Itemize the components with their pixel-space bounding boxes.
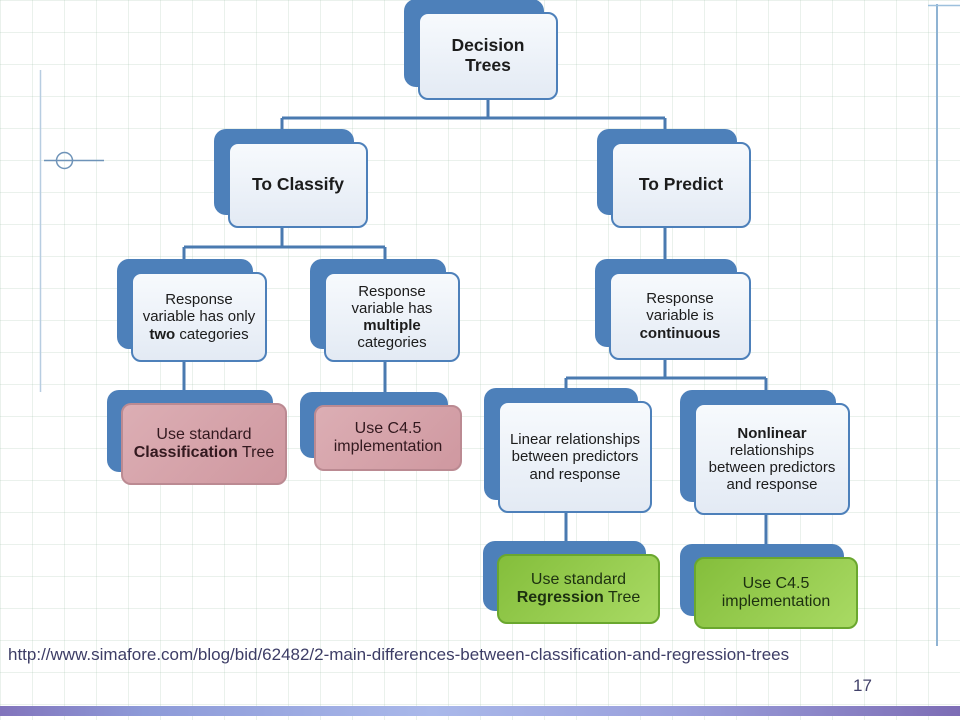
node-face: Response variable has only two categorie… [131, 272, 267, 362]
node-label: To Classify [251, 174, 345, 195]
node-face: Response variable has multiple categorie… [324, 272, 460, 362]
node-face: Linear relationships between predictors … [498, 401, 652, 513]
node-to-predict: To Predict [597, 129, 751, 228]
label-text: To Predict [638, 174, 724, 195]
leaf-regression-tree: Use standard Regression Tree [483, 541, 660, 624]
node-face: Use C4.5 implementation [694, 557, 858, 629]
node-nonlinear-relationships: Nonlinear relationships between predicto… [680, 390, 850, 515]
label-bold: Classification [133, 444, 238, 461]
node-label: Response variable has only two categorie… [142, 291, 256, 342]
node-label: Decision Trees [429, 35, 547, 76]
label-bold: Nonlinear [737, 424, 807, 442]
label-text: To Classify [251, 174, 345, 195]
node-two-categories: Response variable has only two categorie… [117, 259, 267, 362]
bottom-border-bar [0, 706, 960, 716]
label-text: categories [175, 325, 249, 343]
node-face: Use standard Classification Tree [121, 403, 287, 485]
node-label: Use C4.5 implementation [325, 420, 451, 456]
node-face: To Predict [611, 142, 751, 228]
crosshair-circle-icon [55, 151, 74, 170]
label-bold: Regression [516, 589, 604, 606]
label-text: categories [357, 334, 427, 352]
label-text: Use C4.5 implementation [333, 419, 443, 455]
connector-classify-branch [182, 228, 387, 263]
leaf-c45-regression: Use C4.5 implementation [680, 544, 858, 629]
node-label: Response variable has multiple categorie… [335, 283, 449, 351]
label-text: Use standard [156, 425, 252, 443]
page-number: 17 [853, 676, 872, 695]
node-face: Use standard Regression Tree [497, 554, 660, 624]
label-text: Response variable has only [142, 291, 256, 326]
node-decision-trees: Decision Trees [404, 0, 558, 100]
label-bold: multiple [363, 317, 421, 334]
label-text: Use C4.5 implementation [721, 574, 831, 610]
node-multiple-categories: Response variable has multiple categorie… [310, 259, 460, 362]
node-label: Use standard Regression Tree [508, 571, 649, 607]
node-face: Nonlinear relationships between predicto… [694, 403, 850, 515]
node-face: To Classify [228, 142, 368, 228]
label-text: Use standard [530, 570, 627, 588]
label-text: relationships between predictors and res… [708, 441, 836, 494]
crosshair-decoration [44, 151, 104, 170]
label-text: Decision Trees [451, 35, 525, 75]
node-face: Decision Trees [418, 12, 558, 100]
node-label: Nonlinear relationships between predicto… [705, 425, 839, 493]
label-text: Tree [237, 444, 275, 461]
node-label: To Predict [638, 174, 724, 195]
leaf-classification-tree: Use standard Classification Tree [107, 390, 287, 485]
node-label: Use C4.5 implementation [705, 575, 847, 611]
label-text: Response variable is [646, 290, 714, 325]
node-linear-relationships: Linear relationships between predictors … [484, 388, 652, 513]
node-label: Response variable is continuous [620, 290, 740, 341]
node-face: Response variable is continuous [609, 272, 751, 360]
label-text: Linear relationships between predictors … [509, 431, 641, 483]
label-bold: two [149, 325, 176, 343]
node-to-classify: To Classify [214, 129, 368, 228]
leaf-c45-classification: Use C4.5 implementation [300, 392, 462, 471]
source-url: http://www.simafore.com/blog/bid/62482/2… [8, 645, 790, 664]
label-text: Tree [603, 589, 641, 606]
label-bold: continuous [639, 324, 721, 342]
label-text: Response variable has [351, 282, 433, 317]
node-continuous: Response variable is continuous [595, 259, 751, 360]
node-label: Use standard Classification Tree [132, 426, 276, 462]
node-face: Use C4.5 implementation [314, 405, 462, 471]
node-label: Linear relationships between predictors … [509, 431, 641, 482]
